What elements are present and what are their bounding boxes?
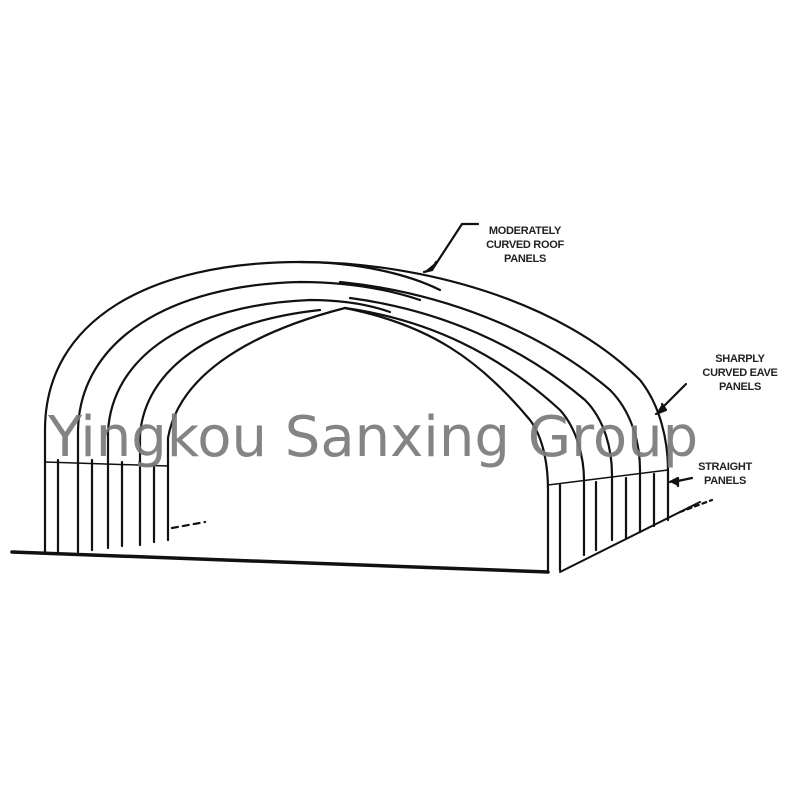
roof-label-line-1: MODERATELY bbox=[488, 225, 562, 237]
watermark-text: Yingkou Sanxing Group bbox=[48, 405, 699, 470]
eave-label-line-3: PANELS bbox=[718, 381, 761, 393]
roof-label-line-2: CURVED ROOF bbox=[486, 239, 564, 251]
straight-label-line-1: STRAIGHT bbox=[698, 461, 752, 473]
ground-line bbox=[10, 550, 550, 574]
straight-label-line-2: PANELS bbox=[703, 475, 746, 487]
ground-edge-right bbox=[559, 501, 701, 573]
eave-label-line-2: CURVED EAVE bbox=[702, 367, 778, 379]
straight-panels-label: STRAIGHT PANELS bbox=[680, 460, 770, 488]
roof-label-line-3: PANELS bbox=[503, 253, 546, 265]
roof-arrow bbox=[430, 222, 480, 272]
eave-label-line-1: SHARPLY bbox=[715, 353, 765, 365]
eave-panels-label: SHARPLY CURVED EAVE PANELS bbox=[690, 352, 790, 394]
roof-panels-label: MODERATELY CURVED ROOF PANELS bbox=[470, 224, 580, 266]
